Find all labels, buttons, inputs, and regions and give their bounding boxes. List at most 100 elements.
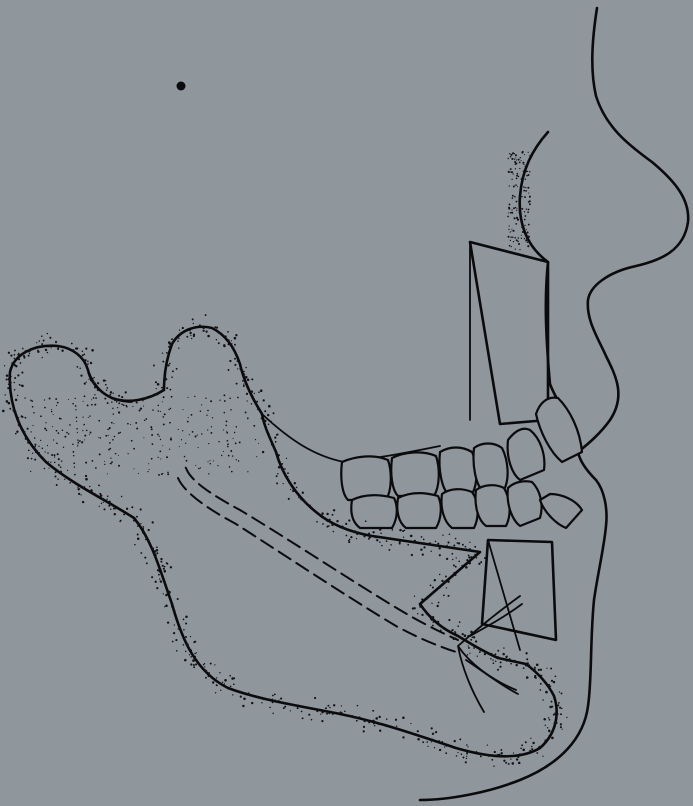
stipple-dot [508, 229, 509, 230]
stipple-dot [421, 536, 423, 538]
stipple-dot [97, 389, 99, 391]
stipple-dot [98, 437, 99, 438]
stipple-dot [245, 411, 247, 413]
stipple-dot [205, 677, 207, 679]
stipple-dot [548, 717, 549, 718]
stipple-dot [505, 762, 507, 764]
stipple-dot [374, 725, 375, 726]
stipple-dot [6, 374, 9, 377]
stipple-dot [456, 542, 458, 544]
stipple-dot [455, 632, 457, 634]
stipple-dot [446, 558, 448, 560]
stipple-dot [228, 369, 230, 371]
stipple-dot [275, 441, 277, 443]
stipple-dot [210, 663, 212, 665]
stipple-dot [311, 719, 313, 721]
stipple-dot [527, 242, 528, 243]
stipple-dot [112, 505, 114, 507]
stipple-dot [57, 402, 59, 404]
stipple-dot [521, 238, 522, 239]
stipple-dot [223, 394, 225, 396]
stipple-dot [488, 754, 490, 756]
stipple-dot [395, 719, 397, 721]
stipple-dot [356, 538, 357, 539]
stipple-dot [171, 342, 172, 343]
stipple-dot [76, 421, 77, 422]
stipple-dot [66, 432, 68, 434]
stipple-dot [271, 442, 272, 443]
stipple-dot [78, 443, 79, 444]
stipple-dot [86, 430, 88, 432]
stipple-dot [176, 650, 178, 652]
stipple-dot [560, 723, 562, 725]
stipple-dot [234, 432, 235, 433]
stipple-dot [363, 535, 365, 537]
stipple-dot [464, 634, 467, 637]
stipple-dot [430, 618, 432, 620]
stipple-dot [224, 679, 227, 682]
stipple-dot [40, 440, 41, 441]
stipple-dot [513, 207, 515, 209]
stipple-dot [385, 725, 387, 727]
stipple-dot [243, 385, 245, 387]
stipple-dot [226, 432, 228, 434]
stipple-dot [544, 739, 546, 741]
stipple-dot [160, 561, 162, 563]
stipple-dot [192, 431, 194, 433]
stipple-dot [15, 411, 16, 412]
stipple-dot [528, 193, 529, 194]
stipple-dot [555, 716, 557, 718]
stipple-dot [251, 390, 254, 393]
stipple-dot [407, 544, 409, 546]
stipple-dot [34, 459, 36, 461]
stipple-dot [428, 595, 430, 597]
stipple-dot [130, 424, 131, 425]
stipple-dot [557, 704, 559, 706]
stipple-dot [210, 432, 212, 434]
stipple-dot [209, 460, 210, 461]
stipple-dot [177, 340, 179, 342]
stipple-dot [321, 720, 323, 722]
stipple-dot [185, 467, 187, 469]
stipple-dot [85, 364, 87, 366]
stipple-dot [451, 553, 453, 555]
stipple-dot [513, 660, 515, 662]
stipple-dot [345, 523, 347, 525]
stipple-dot [32, 425, 33, 426]
stipple-dot [91, 399, 92, 400]
stipple-dot [316, 710, 318, 712]
stipple-dot [515, 162, 517, 164]
stipple-dot [346, 535, 348, 537]
stipple-dot [242, 380, 244, 382]
stipple-dot [420, 549, 422, 551]
stipple-dot [197, 435, 198, 436]
stipple-dot [512, 762, 515, 765]
stipple-dot [77, 484, 79, 486]
stipple-dot [227, 331, 229, 333]
stipple-dot [412, 733, 414, 735]
stipple-dot [109, 428, 111, 430]
stipple-dot [192, 659, 195, 662]
stipple-dot [154, 553, 156, 555]
stipple-dot [46, 430, 48, 432]
stipple-dot [126, 406, 128, 408]
stipple-dot [61, 460, 62, 461]
stipple-dot [529, 155, 530, 156]
stipple-dot [506, 655, 508, 657]
stipple-dot [461, 565, 463, 567]
stipple-dot [562, 729, 563, 730]
stipple-dot [529, 196, 531, 198]
stipple-dot [440, 630, 442, 632]
stipple-dot [516, 218, 517, 219]
stipple-dot [206, 670, 208, 672]
stipple-dot [461, 753, 463, 755]
stipple-dot [142, 526, 144, 528]
stipple-dot [84, 439, 85, 440]
stipple-dot [123, 404, 125, 406]
stipple-dot [350, 536, 352, 538]
stipple-dot [158, 411, 159, 412]
stipple-dot [426, 613, 428, 615]
stipple-dot [118, 432, 120, 434]
stipple-dot [231, 343, 232, 344]
